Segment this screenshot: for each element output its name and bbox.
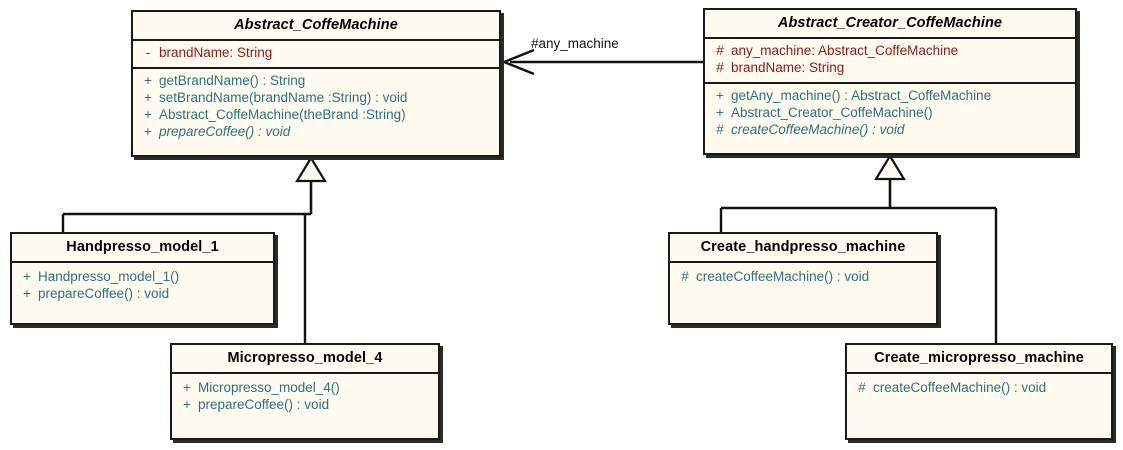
visibility-marker: + <box>183 380 191 395</box>
attribute-row: # brandName: String <box>705 59 1075 76</box>
visibility-marker: + <box>144 73 152 88</box>
operation-row: + prepareCoffee() : void <box>133 123 499 140</box>
attributes-compartment-abstract-coffemachine: - brandName: String <box>133 41 499 69</box>
class-name-handpresso-model-1: Handpresso_model_1 <box>12 234 273 263</box>
operation-label: prepareCoffee() : void <box>38 286 170 301</box>
association-any-machine <box>500 48 703 76</box>
operation-label: getBrandName() : String <box>159 73 306 88</box>
operation-label: createCoffeeMachine() : void <box>696 269 870 284</box>
visibility-marker: + <box>716 88 724 103</box>
operations-compartment-abstract-creator-coffemachine: + getAny_machine() : Abstract_CoffeMachi… <box>705 84 1075 142</box>
visibility-marker: # <box>681 269 689 284</box>
attribute-row: # any_machine: Abstract_CoffeMachine <box>705 42 1075 59</box>
class-name-micropresso-model-4: Micropresso_model_4 <box>172 345 438 374</box>
operation-label: getAny_machine() : Abstract_CoffeMachine <box>731 88 992 103</box>
operation-row: + Micropresso_model_4() <box>172 379 438 396</box>
operation-row: # createCoffeeMachine() : void <box>847 379 1111 396</box>
operation-label: createCoffeeMachine() : void <box>731 122 905 137</box>
operation-row: + Abstract_Creator_CoffeMachine() <box>705 104 1075 121</box>
visibility-marker: + <box>144 90 152 105</box>
operation-row: + getBrandName() : String <box>133 72 499 89</box>
operations-compartment-micropresso-model-4: + Micropresso_model_4() + prepareCoffee(… <box>172 374 438 417</box>
operation-label: setBrandName(brandName :String) : void <box>159 90 408 105</box>
operations-compartment-handpresso-model-1: + Handpresso_model_1() + prepareCoffee()… <box>12 263 273 306</box>
operation-label: Abstract_Creator_CoffeMachine() <box>731 105 933 120</box>
class-name-abstract-coffemachine: Abstract_CoffeMachine <box>133 12 499 41</box>
operation-row: + setBrandName(brandName :String) : void <box>133 89 499 106</box>
class-name-create-handpresso-machine: Create_handpresso_machine <box>670 234 936 263</box>
class-box-abstract-coffemachine[interactable]: Abstract_CoffeMachine - brandName: Strin… <box>131 10 501 157</box>
operation-row: + getAny_machine() : Abstract_CoffeMachi… <box>705 87 1075 104</box>
class-box-abstract-creator-coffemachine[interactable]: Abstract_Creator_CoffeMachine # any_mach… <box>703 8 1077 155</box>
operations-compartment-create-micropresso-machine: # createCoffeeMachine() : void <box>847 374 1111 400</box>
visibility-marker: - <box>145 45 151 60</box>
class-box-handpresso-model-1[interactable]: Handpresso_model_1 + Handpresso_model_1(… <box>10 232 275 325</box>
visibility-marker: + <box>183 397 191 412</box>
attribute-label: brandName: String <box>159 45 273 60</box>
visibility-marker: + <box>144 107 152 122</box>
operation-row: + prepareCoffee() : void <box>12 285 273 302</box>
visibility-marker: # <box>716 122 724 137</box>
operation-row: + prepareCoffee() : void <box>172 396 438 413</box>
operation-label: prepareCoffee() : void <box>198 397 330 412</box>
operations-compartment-abstract-coffemachine: + getBrandName() : String + setBrandName… <box>133 69 499 144</box>
visibility-marker: # <box>716 60 724 75</box>
operation-label: createCoffeeMachine() : void <box>873 380 1047 395</box>
visibility-marker: # <box>716 43 724 58</box>
class-box-create-handpresso-machine[interactable]: Create_handpresso_machine # createCoffee… <box>668 232 938 325</box>
attribute-label: any_machine: Abstract_CoffeMachine <box>731 43 959 58</box>
visibility-marker: # <box>858 380 866 395</box>
operation-row: + Abstract_CoffeMachine(theBrand :String… <box>133 106 499 123</box>
operation-label: Abstract_CoffeMachine(theBrand :String) <box>159 107 406 122</box>
class-box-create-micropresso-machine[interactable]: Create_micropresso_machine # createCoffe… <box>845 343 1113 440</box>
operation-row: # createCoffeeMachine() : void <box>705 121 1075 138</box>
operation-label: prepareCoffee() : void <box>159 124 291 139</box>
operation-row: # createCoffeeMachine() : void <box>670 268 936 285</box>
class-box-micropresso-model-4[interactable]: Micropresso_model_4 + Micropresso_model_… <box>170 343 440 440</box>
visibility-marker: + <box>23 269 31 284</box>
attribute-row: - brandName: String <box>133 44 499 61</box>
attributes-compartment-abstract-creator-coffemachine: # any_machine: Abstract_CoffeMachine # b… <box>705 39 1075 84</box>
visibility-marker: + <box>716 105 724 120</box>
association-label-any-machine: #any_machine <box>531 36 619 51</box>
class-name-abstract-creator-coffemachine: Abstract_Creator_CoffeMachine <box>705 10 1075 39</box>
operation-row: + Handpresso_model_1() <box>12 268 273 285</box>
visibility-marker: + <box>144 124 152 139</box>
operation-label: Micropresso_model_4() <box>198 380 340 395</box>
class-name-create-micropresso-machine: Create_micropresso_machine <box>847 345 1111 374</box>
attribute-label: brandName: String <box>731 60 845 75</box>
visibility-marker: + <box>23 286 31 301</box>
operations-compartment-create-handpresso-machine: # createCoffeeMachine() : void <box>670 263 936 289</box>
operation-label: Handpresso_model_1() <box>38 269 180 284</box>
